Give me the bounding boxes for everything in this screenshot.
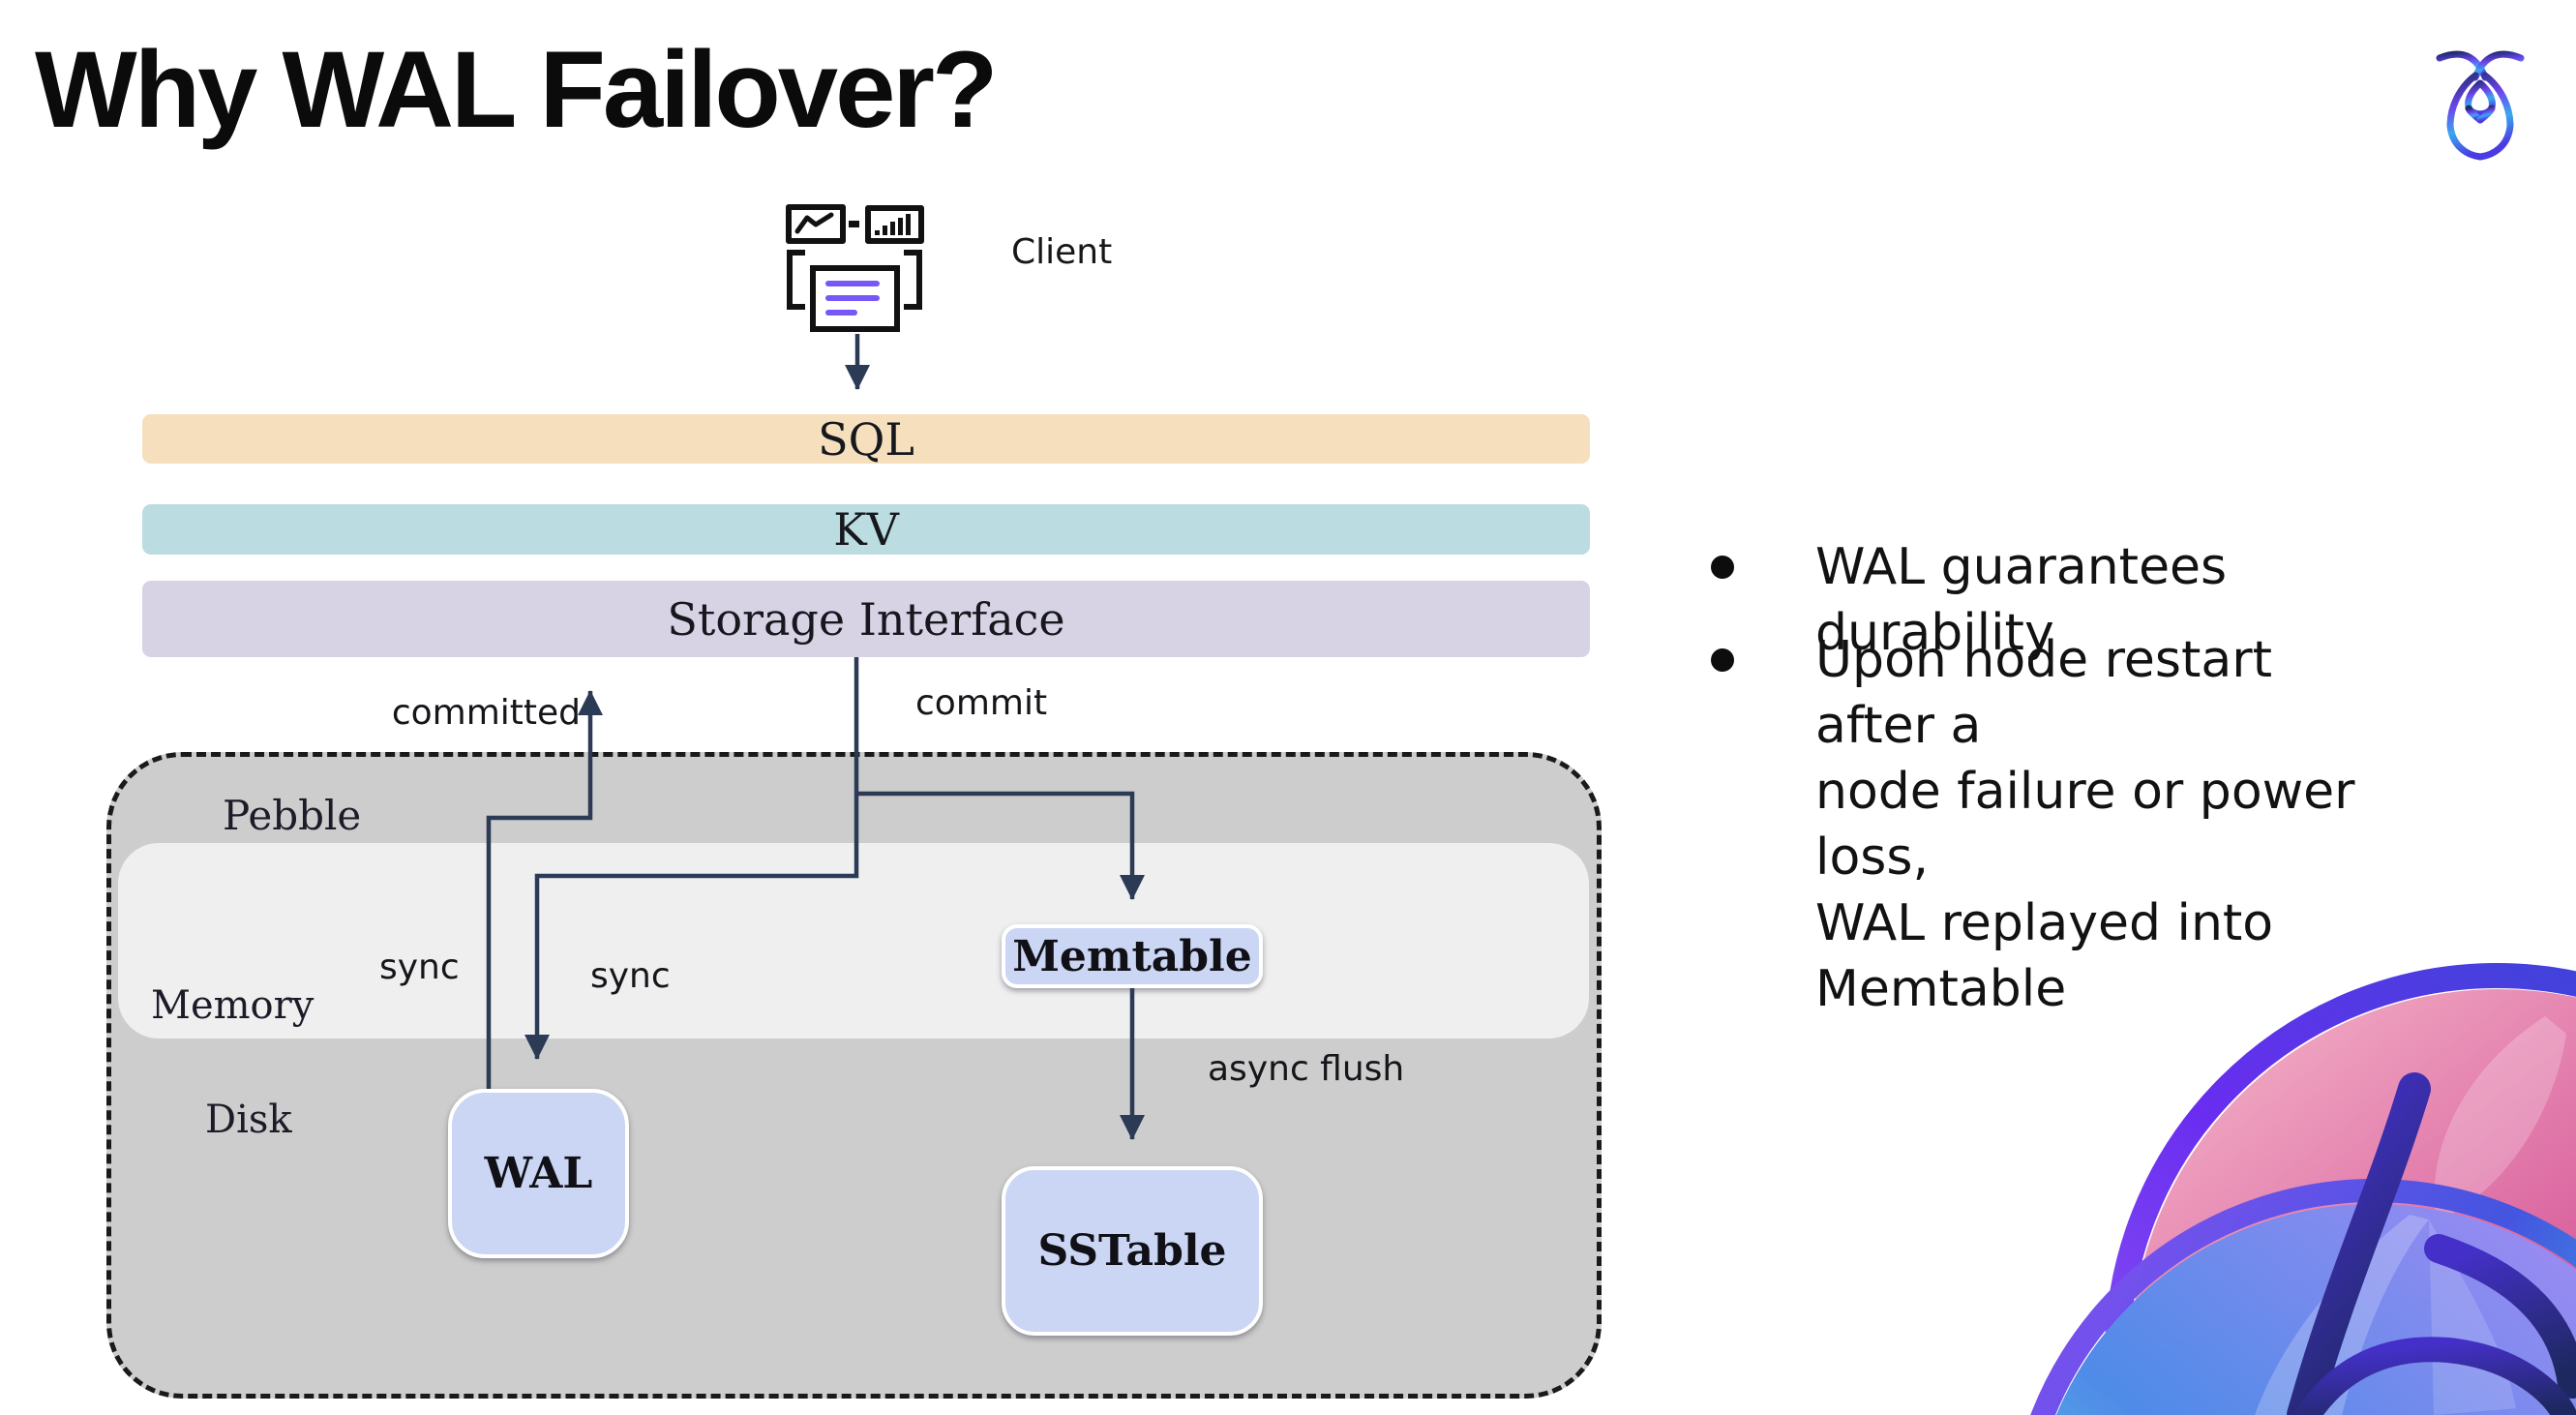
kv-layer-bar: KV (142, 503, 1590, 556)
sstable-node: SSTable (1002, 1166, 1263, 1336)
edge-label-commit: commit (915, 683, 1048, 723)
edge-label-sync-right: sync (590, 956, 671, 996)
edge-label-sync-left: sync (379, 948, 460, 987)
left-bracket-icon (787, 250, 805, 310)
disk-label: Disk (205, 1098, 292, 1142)
pebble-label: Pebble (223, 792, 362, 839)
bullet-text-replay: Upon node restart after a node failure o… (1815, 631, 2355, 1018)
kv-layer-label: KV (833, 503, 899, 556)
bullet-item: WAL guarantees durability (1711, 534, 2388, 666)
edge-label-async-flush: async flush (1208, 1049, 1405, 1089)
right-bracket-icon (904, 250, 922, 310)
bullet-text-durability: WAL guarantees durability (1815, 538, 2228, 662)
cockroachdb-sphere-art (2030, 963, 2576, 1415)
storage-interface-label: Storage Interface (667, 592, 1065, 646)
memory-region (118, 843, 1589, 1039)
cockroachdb-logo-icon (2436, 50, 2525, 161)
sql-layer-label: SQL (818, 412, 914, 466)
memtable-node-label: Memtable (1012, 931, 1252, 981)
bar-chart-icon (865, 205, 924, 244)
edge-label-committed: committed (391, 693, 581, 733)
document-icon (810, 265, 900, 332)
page-title: Why WAL Failover? (35, 29, 998, 150)
bullet-item: Upon node restart after a node failure o… (1711, 627, 2388, 1022)
bullet-dot-icon (1711, 648, 1734, 672)
sstable-node-label: SSTable (1037, 1226, 1227, 1276)
wal-node-label: WAL (484, 1149, 593, 1198)
wal-node: WAL (448, 1089, 629, 1258)
client-label: Client (1011, 232, 1113, 272)
line-chart-icon (786, 204, 846, 244)
memory-label: Memory (151, 983, 315, 1028)
bullet-dot-icon (1711, 556, 1734, 579)
sql-layer-bar: SQL (142, 412, 1590, 466)
icon-connector-dash (849, 221, 859, 227)
storage-interface-bar: Storage Interface (142, 581, 1590, 657)
memtable-node: Memtable (1002, 924, 1263, 988)
